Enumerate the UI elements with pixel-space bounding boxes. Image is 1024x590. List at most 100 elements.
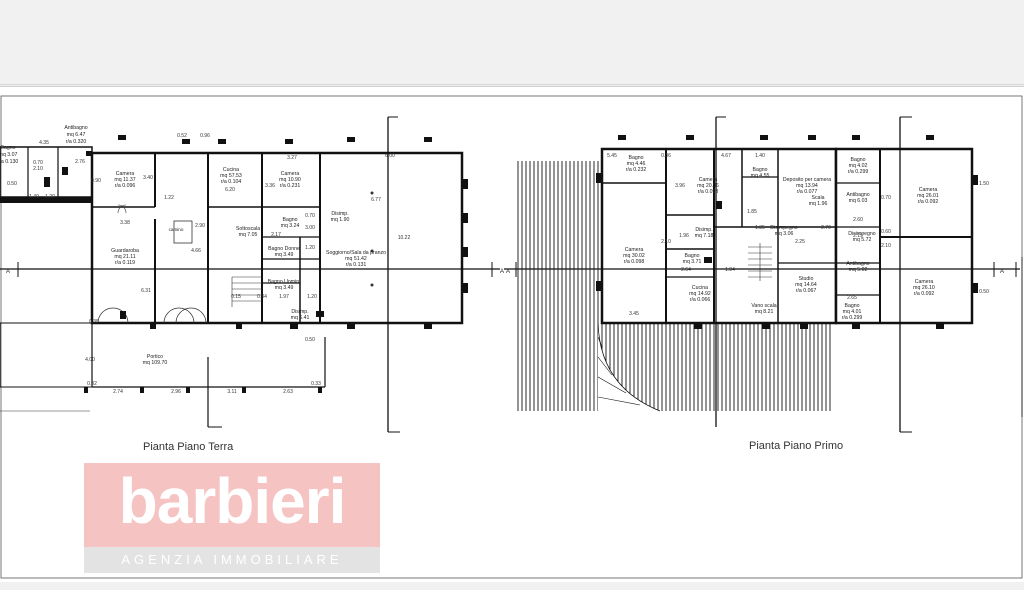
svg-text:0.36: 0.36: [661, 153, 671, 159]
svg-text:mq 30.02: mq 30.02: [623, 253, 645, 259]
svg-text:Camera: Camera: [699, 177, 718, 183]
svg-text:3.40: 3.40: [143, 175, 153, 181]
svg-text:4.00: 4.00: [85, 357, 95, 363]
svg-text:2.25: 2.25: [795, 239, 805, 245]
svg-text:0.50: 0.50: [305, 337, 315, 343]
svg-text:2.60: 2.60: [853, 217, 863, 223]
svg-text:3.00: 3.00: [305, 225, 315, 231]
svg-text:1.35: 1.35: [755, 225, 765, 231]
svg-text:mq 3.49: mq 3.49: [275, 252, 294, 258]
svg-text:10.22: 10.22: [398, 235, 411, 241]
svg-text:0.96: 0.96: [200, 133, 210, 139]
svg-text:Disimp.: Disimp.: [331, 211, 348, 217]
svg-text:mq 109.70: mq 109.70: [143, 360, 168, 366]
svg-text:1.20: 1.20: [305, 245, 315, 251]
svg-text:1.84: 1.84: [725, 267, 735, 273]
svg-text:5.45: 5.45: [607, 153, 617, 159]
svg-text:3.11: 3.11: [227, 389, 237, 395]
svg-text:0.70: 0.70: [33, 160, 43, 166]
svg-text:0.50: 0.50: [7, 181, 17, 187]
svg-text:mq 3.24: mq 3.24: [281, 223, 300, 229]
svg-text:2.10: 2.10: [881, 243, 891, 249]
svg-text:r/a 0.104: r/a 0.104: [221, 179, 242, 185]
svg-text:r/a 0.098: r/a 0.098: [624, 259, 645, 265]
svg-text:mq 3.06: mq 3.06: [775, 231, 794, 237]
svg-text:mq 4.46: mq 4.46: [627, 161, 646, 167]
svg-text:Vano scala: Vano scala: [751, 303, 776, 309]
svg-text:mq 6.41: mq 6.41: [291, 315, 310, 321]
svg-text:1.22: 1.22: [164, 195, 174, 201]
svg-text:3.45: 3.45: [629, 311, 639, 317]
svg-text:2.70: 2.70: [821, 225, 831, 231]
svg-text:mq 4.01: mq 4.01: [843, 309, 862, 315]
svg-text:1.97: 1.97: [279, 294, 289, 300]
svg-text:Guardaroba: Guardaroba: [111, 248, 139, 254]
svg-text:Bagno: Bagno: [0, 145, 15, 151]
svg-text:4.35: 4.35: [39, 140, 49, 146]
svg-text:mq 4.02: mq 4.02: [849, 163, 868, 169]
floor-plans-drawing: Bagno mq 3.07 r/a 0.130 Antibagno mq 6.4…: [0, 95, 1023, 579]
svg-text:Bagno: Bagno: [282, 217, 297, 223]
svg-text:2.65: 2.65: [847, 295, 857, 301]
svg-text:mq 1.96: mq 1.96: [809, 201, 828, 207]
svg-text:6.31: 6.31: [141, 288, 151, 294]
svg-text:2.64: 2.64: [681, 267, 691, 273]
svg-text:3.96: 3.96: [675, 183, 685, 189]
svg-text:mq 7.18: mq 7.18: [695, 233, 714, 239]
svg-text:Bagno: Bagno: [850, 157, 865, 163]
svg-text:1.40: 1.40: [29, 194, 39, 200]
svg-text:1.40: 1.40: [755, 153, 765, 159]
svg-text:mq 3.49: mq 3.49: [275, 285, 294, 291]
logo-name: barbieri: [118, 465, 347, 537]
svg-text:r/a 0.092: r/a 0.092: [914, 291, 935, 297]
svg-text:A: A: [1000, 269, 1004, 275]
svg-text:mq 6.03: mq 6.03: [849, 198, 868, 204]
svg-text:Antibagno: Antibagno: [64, 125, 87, 131]
svg-text:0.70: 0.70: [305, 213, 315, 219]
svg-text:Deposito per camera: Deposito per camera: [783, 177, 831, 183]
svg-text:r/a 0.077: r/a 0.077: [797, 189, 818, 195]
svg-text:Soggiorno/Sala da pranzo: Soggiorno/Sala da pranzo: [326, 250, 386, 256]
svg-text:Antibagno: Antibagno: [846, 261, 869, 267]
svg-text:2.17: 2.17: [271, 232, 281, 238]
svg-text:Camera: Camera: [919, 187, 938, 193]
svg-text:3.38: 3.38: [120, 220, 130, 226]
svg-text:3.36: 3.36: [265, 183, 275, 189]
logo-subtitle-band: AGENZIA IMMOBILIARE: [84, 547, 380, 573]
svg-text:r/a 0.067: r/a 0.067: [796, 288, 817, 294]
svg-text:2.76: 2.76: [75, 159, 85, 165]
svg-text:1.96: 1.96: [679, 233, 689, 239]
svg-text:0.33: 0.33: [311, 381, 321, 387]
svg-text:6.00: 6.00: [385, 153, 395, 159]
svg-text:Bagno: Bagno: [684, 253, 699, 259]
svg-text:Antibagno: Antibagno: [846, 192, 869, 198]
svg-text:2.74: 2.74: [113, 389, 123, 395]
svg-text:Sottoscala: Sottoscala: [236, 226, 260, 232]
svg-text:6.77: 6.77: [371, 197, 381, 203]
svg-text:r/a 0.299: r/a 0.299: [848, 169, 869, 175]
svg-text:2.96: 2.96: [171, 389, 181, 395]
svg-text:mq 57.53: mq 57.53: [220, 173, 242, 179]
svg-text:mq 14.64: mq 14.64: [795, 282, 817, 288]
svg-text:Portico: Portico: [147, 354, 163, 360]
svg-text:2.90: 2.90: [195, 223, 205, 229]
svg-text:1.50: 1.50: [979, 181, 989, 187]
svg-text:Bagno: Bagno: [752, 167, 767, 173]
svg-text:0.52: 0.52: [177, 133, 187, 139]
svg-text:A: A: [6, 269, 10, 275]
svg-text:r/a 0.066: r/a 0.066: [690, 297, 711, 303]
svg-text:0.34: 0.34: [257, 294, 267, 300]
svg-text:Bagno: Bagno: [844, 303, 859, 309]
svg-text:r/a 0.119: r/a 0.119: [115, 260, 135, 266]
ground-floor-caption: Pianta Piano Terra: [143, 441, 234, 453]
svg-text:mq 1.90: mq 1.90: [331, 217, 350, 223]
svg-text:r/a 0.130: r/a 0.130: [0, 159, 18, 165]
svg-text:Camera: Camera: [281, 171, 300, 177]
svg-text:r/a 0.231: r/a 0.231: [280, 183, 301, 189]
svg-text:2.15: 2.15: [853, 233, 863, 239]
svg-text:0.50: 0.50: [979, 289, 989, 295]
svg-text:r/a 0.131: r/a 0.131: [346, 262, 367, 268]
svg-text:2.10: 2.10: [33, 166, 43, 172]
svg-text:mq 8.21: mq 8.21: [755, 309, 774, 315]
svg-text:mq 4.55: mq 4.55: [751, 173, 770, 179]
